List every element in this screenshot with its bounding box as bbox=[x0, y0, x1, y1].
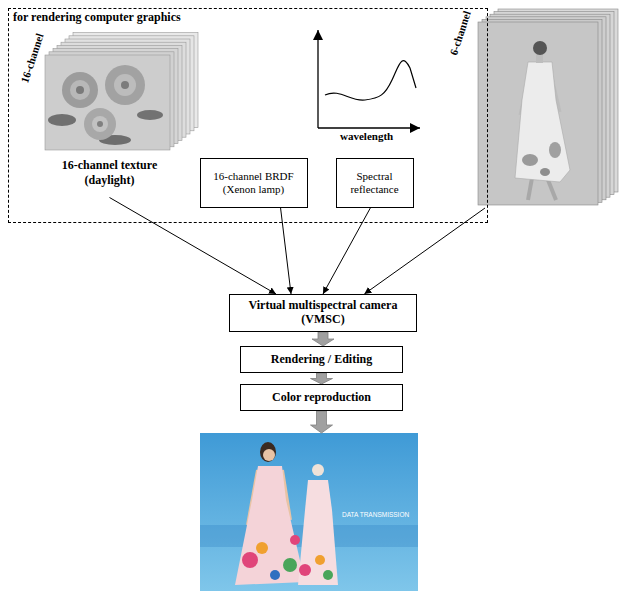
illustration-part bbox=[478, 22, 598, 205]
channel-label: 6-channel bbox=[447, 9, 473, 56]
arrow-line bbox=[110, 198, 277, 295]
illustration-part bbox=[70, 80, 90, 100]
illustration-part bbox=[76, 86, 84, 94]
channel-label: 16-channel bbox=[18, 31, 45, 84]
illustration-part bbox=[312, 464, 324, 476]
box-label: Rendering / Editing bbox=[271, 353, 372, 367]
block-arrow bbox=[311, 373, 333, 384]
illustration-part bbox=[84, 108, 116, 140]
input-box: Spectral reflectance bbox=[336, 158, 414, 208]
flower-picture bbox=[48, 65, 163, 145]
illustration-part bbox=[121, 81, 129, 89]
box-label: 16-channel BRDF (Xenon lamp) bbox=[205, 170, 303, 195]
input-box: 16-channel BRDF (Xenon lamp) bbox=[200, 158, 308, 208]
illustration-part bbox=[325, 61, 416, 101]
process-box: Virtual multispectral camera (VMSC) bbox=[229, 294, 417, 332]
illustration-part bbox=[548, 180, 556, 200]
box-label: Virtual multispectral camera (VMSC) bbox=[234, 299, 412, 327]
illustration-part bbox=[317, 30, 318, 128]
illustration-part bbox=[528, 178, 532, 200]
illustration-part bbox=[92, 116, 108, 132]
texture-stack-frames bbox=[45, 33, 198, 150]
illustration-part bbox=[256, 542, 268, 554]
dashed-group: for rendering computer graphics16-channe… bbox=[8, 8, 488, 223]
texture-stack: 16-channel 16-channel texture (daylight) bbox=[18, 20, 202, 198]
box-label: Spectral reflectance bbox=[341, 170, 409, 195]
illustration-part bbox=[318, 127, 420, 128]
illustration-part bbox=[298, 480, 338, 585]
illustration-part bbox=[48, 114, 76, 126]
illustration-part bbox=[522, 154, 538, 166]
process-box: Rendering / Editing bbox=[240, 346, 403, 373]
illustration-part bbox=[536, 54, 543, 63]
axis-label: wavelength bbox=[340, 130, 393, 142]
model-figure-grey bbox=[515, 41, 570, 200]
video-stack-frames bbox=[478, 9, 618, 205]
illustration-part bbox=[45, 55, 170, 150]
box-label: Color reproduction bbox=[272, 391, 371, 405]
illustration-part bbox=[283, 558, 297, 572]
illustration-part bbox=[242, 552, 258, 568]
arrow-line bbox=[281, 208, 292, 295]
illustration-part bbox=[299, 564, 311, 576]
illustration-part bbox=[114, 74, 136, 96]
illustration-part bbox=[97, 121, 103, 127]
output-image: DATA TRANSMISSION bbox=[200, 433, 418, 591]
illustration-part bbox=[315, 555, 325, 565]
process-box: Color reproduction bbox=[240, 384, 403, 411]
illustration-part bbox=[323, 570, 333, 580]
illustration-part bbox=[263, 449, 275, 461]
output-picture bbox=[200, 433, 418, 591]
spectral-graph bbox=[318, 30, 420, 128]
arrow-line bbox=[364, 208, 485, 294]
illustration-part bbox=[290, 535, 300, 545]
illustration-part bbox=[549, 142, 561, 158]
illustration-part bbox=[200, 433, 418, 591]
illustration-part bbox=[137, 110, 163, 120]
illustration-part bbox=[515, 62, 570, 182]
video-stack: 6-channel bbox=[440, 6, 620, 208]
image-overlay-text: DATA TRANSMISSION bbox=[342, 511, 409, 518]
illustration-part bbox=[235, 466, 305, 585]
block-arrow bbox=[312, 332, 334, 346]
illustration-part bbox=[105, 65, 145, 105]
illustration-part bbox=[260, 442, 276, 462]
illustration-part bbox=[270, 570, 280, 580]
arrow-line bbox=[323, 208, 371, 295]
image-caption: 16-channel texture (daylight) bbox=[50, 158, 170, 188]
illustration-part bbox=[62, 72, 98, 108]
illustration-part bbox=[533, 41, 547, 55]
group-title: for rendering computer graphics bbox=[13, 10, 181, 25]
illustration-part bbox=[540, 168, 550, 176]
block-arrow bbox=[311, 411, 333, 433]
